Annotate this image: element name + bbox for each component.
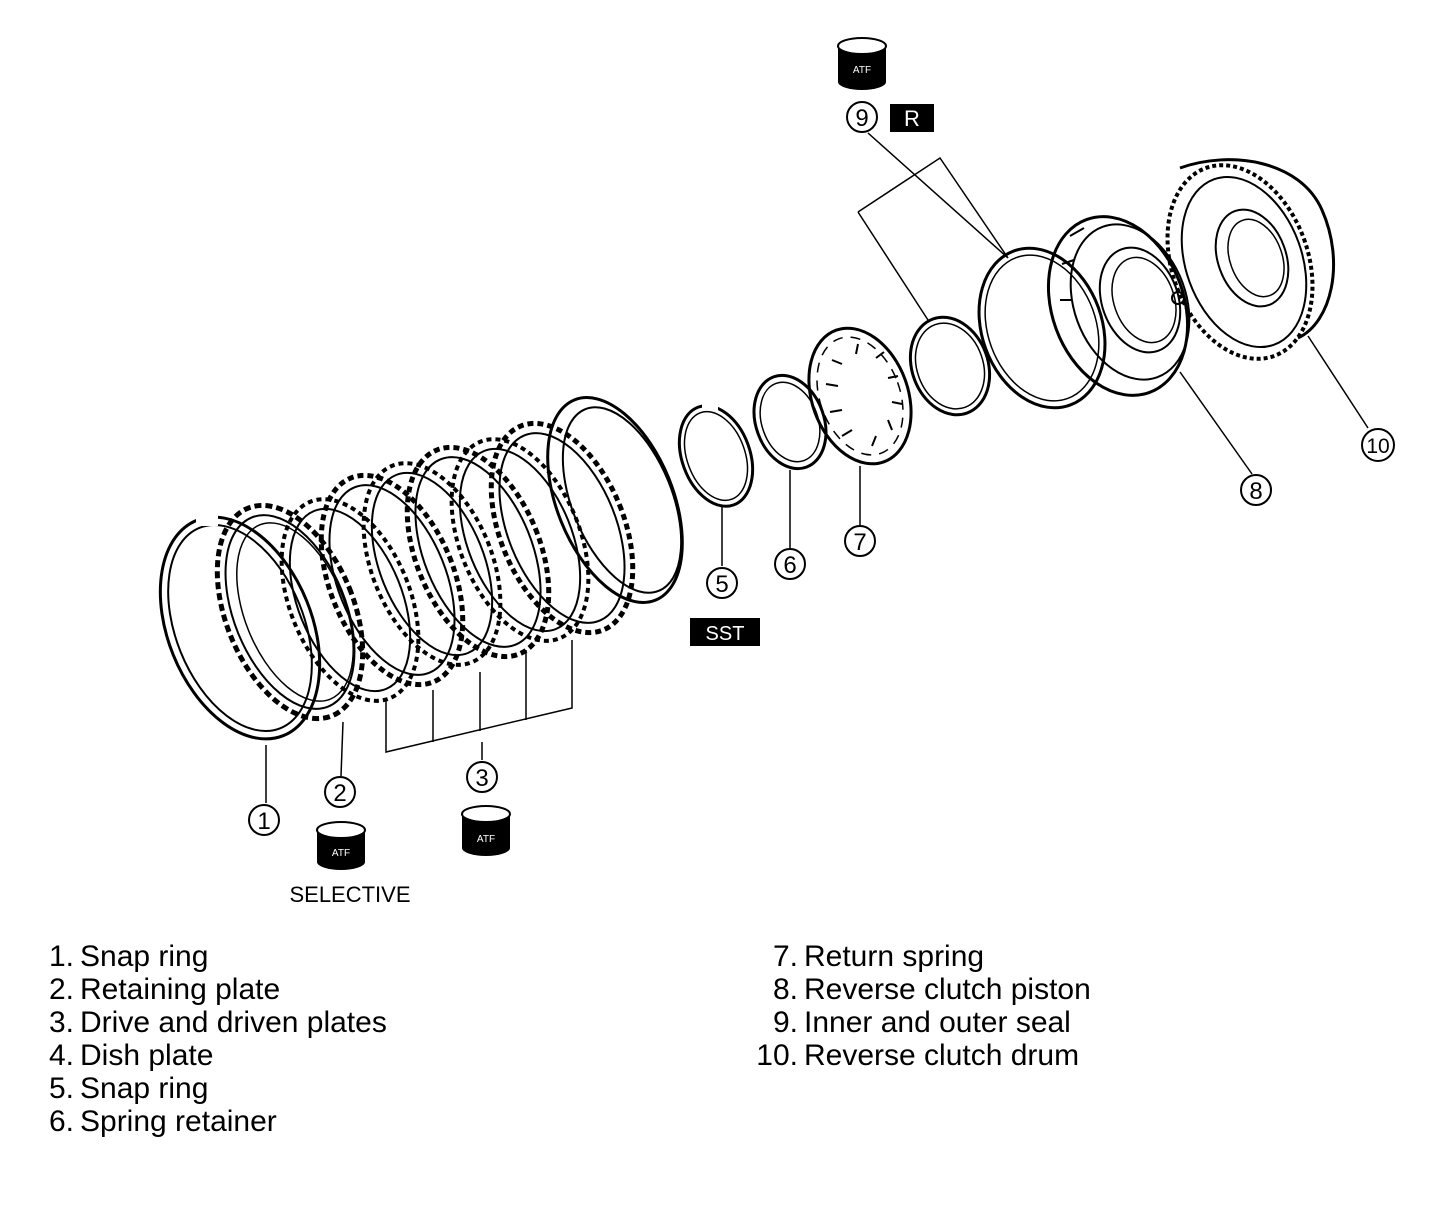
atf-label: ATF bbox=[477, 834, 495, 845]
atf-can-icon: ATF bbox=[316, 821, 366, 870]
legend-number: 9. bbox=[772, 1006, 798, 1039]
legend-label: Reverse clutch piston bbox=[804, 973, 1091, 1006]
part-snap-ring-5 bbox=[677, 400, 755, 508]
callout-5: 5 bbox=[706, 567, 738, 599]
part-dish-plate-4 bbox=[546, 396, 684, 604]
part-inner-seal-9 bbox=[908, 315, 992, 417]
sst-tag: SST bbox=[690, 618, 760, 646]
legend-label: Dish plate bbox=[80, 1039, 214, 1072]
callout-label: 6 bbox=[783, 552, 796, 579]
legend-item: 4.Dish plate bbox=[44, 1039, 387, 1072]
legend-number: 2. bbox=[48, 973, 74, 1006]
legend-number: 4. bbox=[48, 1039, 74, 1072]
legend-item: 7.Return spring bbox=[752, 940, 1091, 973]
legend-item: 10.Reverse clutch drum bbox=[752, 1039, 1091, 1072]
exploded-parts-diagram: 1 2 3 5 6 7 8 9 10 ATF ATF bbox=[158, 37, 1395, 907]
callout-label: 7 bbox=[853, 529, 866, 556]
legend-item: 5.Snap ring bbox=[44, 1072, 387, 1105]
atf-can-icon: ATF bbox=[837, 37, 887, 90]
callout-7: 7 bbox=[844, 525, 876, 557]
part-outer-seal-9 bbox=[977, 246, 1107, 410]
legend-number: 3. bbox=[48, 1006, 74, 1039]
legend-item: 9.Inner and outer seal bbox=[752, 1006, 1091, 1039]
part-snap-ring-1 bbox=[158, 512, 322, 741]
replace-tag-label: R bbox=[904, 106, 920, 131]
legend-number: 5. bbox=[48, 1072, 74, 1105]
legend-item: 2.Retaining plate bbox=[44, 973, 387, 1006]
callout-label: 5 bbox=[715, 571, 728, 598]
sst-tag-label: SST bbox=[706, 623, 745, 645]
legend-item: 1.Snap ring bbox=[44, 940, 387, 973]
callout-10: 10 bbox=[1361, 428, 1395, 462]
part-reverse-clutch-drum-10 bbox=[1165, 158, 1335, 361]
legend-number: 8. bbox=[772, 973, 798, 1006]
part-reverse-clutch-piston-8 bbox=[1046, 215, 1191, 397]
legend-item: 3.Drive and driven plates bbox=[44, 1006, 387, 1039]
callout-9: 9 bbox=[846, 101, 878, 133]
legend-label: Snap ring bbox=[80, 940, 209, 973]
callout-3: 3 bbox=[466, 761, 498, 793]
parts-legend-left: 1.Snap ring 2.Retaining plate 3.Drive an… bbox=[44, 940, 387, 1138]
legend-label: Return spring bbox=[804, 940, 985, 973]
leader-lines bbox=[265, 132, 1369, 803]
parts-legend-right: 7.Return spring 8.Reverse clutch piston … bbox=[752, 940, 1091, 1072]
legend-item: 8.Reverse clutch piston bbox=[752, 973, 1091, 1006]
legend-label: Reverse clutch drum bbox=[804, 1039, 1080, 1072]
callout-label: 10 bbox=[1366, 435, 1389, 458]
legend-number: 1. bbox=[48, 940, 74, 973]
replace-tag: R bbox=[890, 104, 934, 132]
callout-6: 6 bbox=[774, 548, 806, 580]
legend-label: Inner and outer seal bbox=[804, 1006, 1071, 1039]
legend-number: 6. bbox=[48, 1105, 74, 1138]
selective-label: SELECTIVE bbox=[289, 882, 410, 907]
callout-2: 2 bbox=[324, 776, 356, 808]
callout-label: 3 bbox=[475, 765, 488, 792]
part-return-spring-7 bbox=[807, 326, 913, 466]
legend-number: 10. bbox=[756, 1039, 798, 1072]
atf-can-icon: ATF bbox=[461, 805, 511, 856]
callout-1: 1 bbox=[248, 804, 280, 836]
legend-label: Retaining plate bbox=[80, 973, 281, 1006]
callout-label: 2 bbox=[333, 780, 346, 807]
part-retaining-plate-2 bbox=[214, 502, 366, 722]
atf-label: ATF bbox=[853, 65, 871, 76]
callout-label: 1 bbox=[257, 808, 270, 835]
callout-8: 8 bbox=[1240, 474, 1272, 506]
legend-label: Drive and driven plates bbox=[80, 1006, 387, 1039]
atf-label: ATF bbox=[332, 848, 350, 859]
legend-number: 7. bbox=[772, 940, 798, 973]
legend-item: 6.Spring retainer bbox=[44, 1105, 387, 1138]
callout-label: 8 bbox=[1249, 478, 1262, 505]
part-spring-retainer-6 bbox=[752, 373, 828, 471]
callout-label: 9 bbox=[855, 105, 868, 132]
legend-label: Spring retainer bbox=[80, 1105, 277, 1138]
legend-label: Snap ring bbox=[80, 1072, 209, 1105]
